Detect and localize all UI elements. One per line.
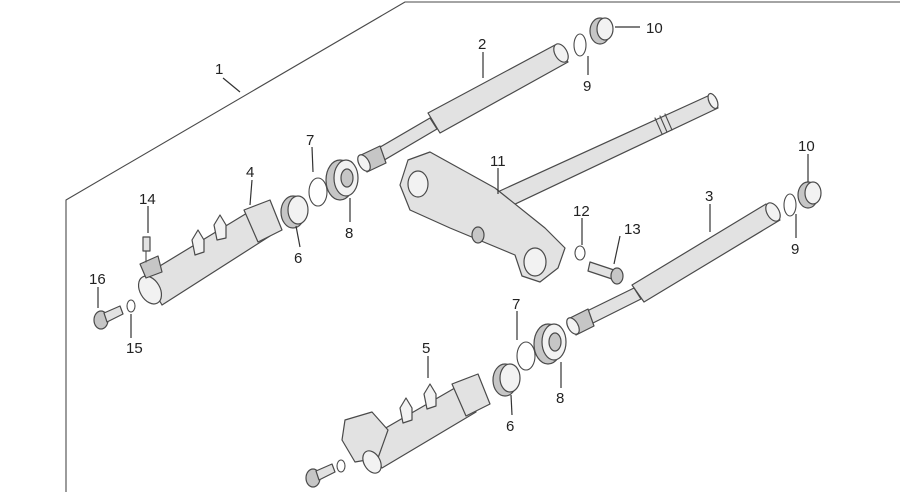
callout-6b: 6: [506, 418, 514, 435]
callout-6a: 6: [294, 250, 302, 267]
bushing-6b: [492, 363, 521, 397]
bleed-screw-14: [142, 236, 151, 263]
circlip-7a: [308, 177, 328, 207]
callout-9b: 9: [791, 241, 799, 258]
top-cap-10a: [589, 17, 614, 45]
drain-bolt-16: [93, 305, 124, 330]
fork-tube-3: [566, 202, 781, 336]
callout-16: 16: [89, 271, 106, 288]
callout-8b: 8: [556, 390, 564, 407]
o-ring-9b: [783, 193, 797, 217]
callout-12: 12: [573, 203, 590, 220]
callout-3: 3: [705, 188, 713, 205]
oil-seal-8a: [325, 159, 359, 201]
washer-12: [574, 245, 586, 261]
clamp-bolt-13: [587, 261, 624, 285]
callout-13: 13: [624, 221, 641, 238]
o-ring-9a: [573, 33, 587, 57]
assembly-bracket: [65, 1, 900, 492]
callout-4: 4: [246, 164, 254, 181]
callout-15: 15: [126, 340, 143, 357]
bushing-6a: [280, 195, 309, 229]
washer-15: [126, 299, 136, 313]
oil-seal-8b: [533, 323, 567, 365]
callout-7b: 7: [512, 296, 520, 313]
steering-yoke-11: [399, 92, 719, 283]
washer-lower: [336, 459, 346, 473]
callout-2: 2: [478, 36, 486, 53]
callout-5: 5: [422, 340, 430, 357]
fork-tube-2: [357, 43, 569, 173]
callout-11: 11: [490, 153, 506, 170]
callout-14: 14: [139, 191, 156, 208]
drain-bolt-lower: [305, 463, 336, 488]
callout-10a: 10: [646, 20, 663, 37]
callout-1: 1: [215, 61, 223, 78]
top-cap-10b: [797, 181, 822, 209]
callout-7a: 7: [306, 132, 314, 149]
callout-9a: 9: [583, 78, 591, 95]
callout-10b: 10: [798, 138, 815, 155]
fork-slider-4: [137, 199, 283, 306]
leader-lines: [97, 26, 809, 416]
fork-slider-5: [341, 373, 491, 474]
callout-8a: 8: [345, 225, 353, 242]
circlip-7b: [516, 341, 536, 371]
